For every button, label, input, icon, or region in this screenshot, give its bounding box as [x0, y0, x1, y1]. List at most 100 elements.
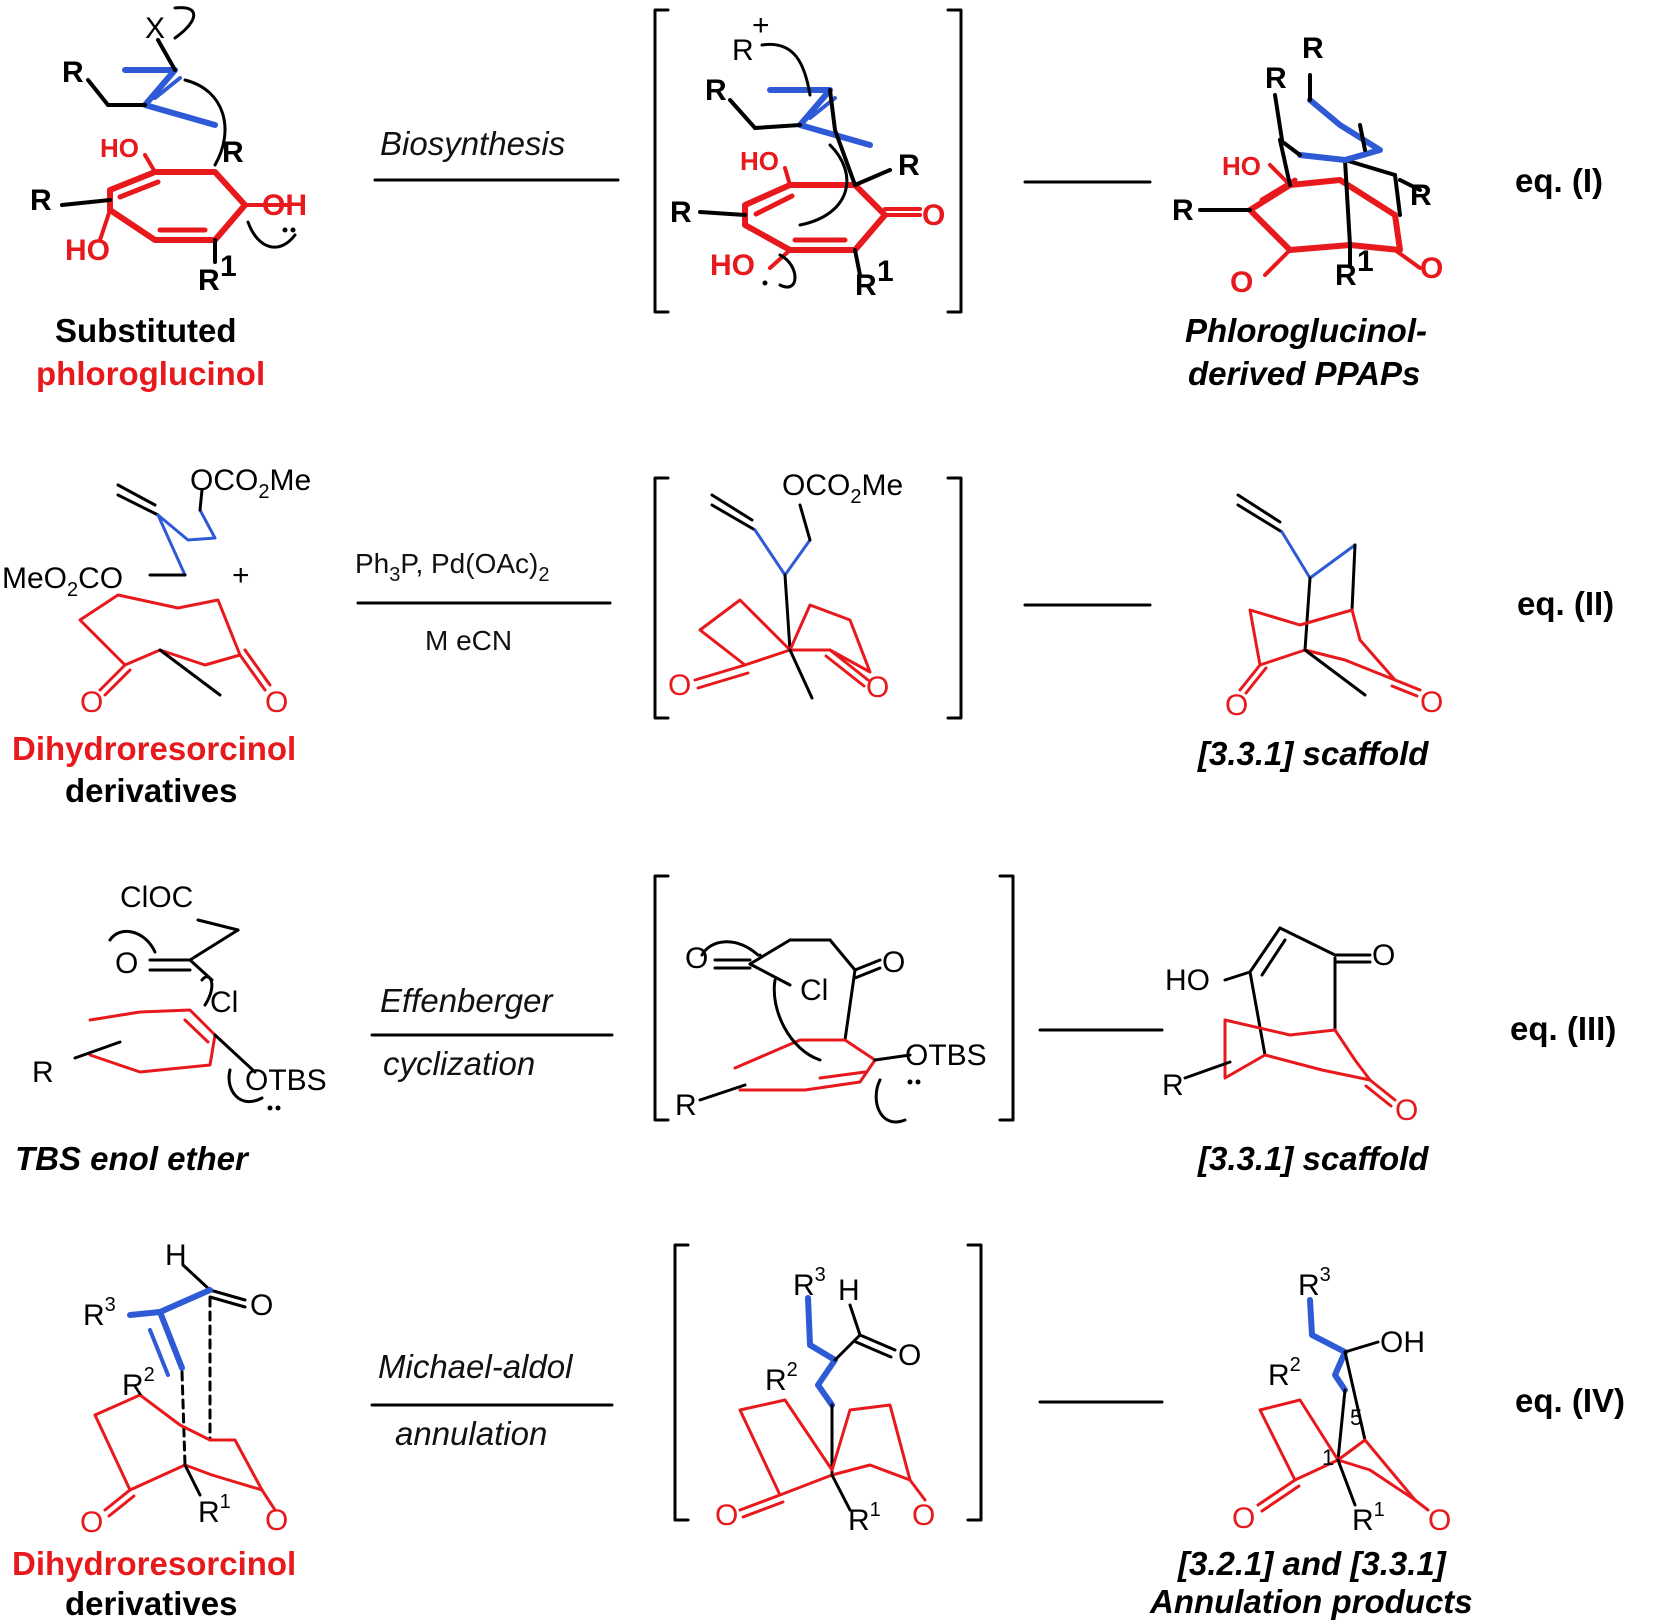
eq3-prod-o-top: O	[1372, 939, 1395, 972]
eq4-row: H O R3 R2 O R1 O Dihydroresorcinol deriv…	[12, 1239, 1625, 1621]
eq1-sm-oh: OH	[262, 189, 307, 222]
eq4-sm-h: H	[165, 1239, 187, 1272]
eq1-int-r1-sup: 1	[877, 255, 894, 288]
eq3-sm-cloc: ClOC	[120, 881, 193, 914]
eq4-condition-line2: annulation	[395, 1415, 547, 1452]
eq4-int-o: O	[898, 1339, 921, 1372]
eq2-sm-o-right: O	[265, 686, 288, 719]
eq1-int-r-plus: R	[732, 34, 754, 67]
eq3-sm-label: TBS enol ether	[15, 1140, 250, 1177]
eq2-int-o-left: O	[668, 669, 691, 702]
eq4-starting-material: H O R3 R2 O R1 O	[80, 1239, 288, 1539]
eq4-prod-r3: R3	[1298, 1264, 1331, 1302]
eq1-starting-material: X R R HO R OH HO R 1	[30, 6, 307, 297]
eq2-starting-materials: OCO2Me MeO2CO + O O	[2, 464, 311, 719]
eq4-product-label-line2: Annulation products	[1149, 1583, 1473, 1620]
eq4-prod-locant-1: 1	[1322, 1445, 1334, 1470]
eq1-prod-o-right: O	[1420, 252, 1443, 285]
eq4-sm-o: O	[250, 1289, 273, 1322]
eq4-sm-label-line2: derivatives	[65, 1585, 237, 1621]
eq1-prod-o-left: O	[1230, 266, 1253, 299]
eq4-tag: eq. (IV)	[1515, 1382, 1625, 1419]
eq4-prod-r1: R1	[1352, 1499, 1385, 1537]
eq1-int-r1: R	[855, 269, 877, 302]
eq1-product-label-line2: derived PPAPs	[1188, 355, 1420, 392]
eq1-product: R R HO R R O R 1 O	[1172, 32, 1443, 299]
eq3-int-otbs: OTBS	[905, 1039, 987, 1072]
eq4-int-o-right: O	[912, 1499, 935, 1532]
eq2-sm-label-line1: Dihydroresorcinol	[12, 730, 296, 767]
eq2-int-ocoome: OCO2Me	[782, 469, 903, 508]
eq1-int-o: O	[922, 199, 945, 232]
eq2-reagent-ocoome: OCO2Me	[190, 464, 311, 503]
eq1-int-plus: +	[752, 9, 770, 42]
eq1-sm-r1-sup: 1	[220, 250, 237, 283]
eq1-sm-r1: R	[198, 264, 220, 297]
eq1-prod-ho: HO	[1222, 151, 1261, 181]
eq3-prod-r: R	[1162, 1069, 1184, 1102]
eq3-condition-line1: Effenberger	[380, 982, 554, 1019]
eq1-product-label-line1: Phloroglucinol-	[1185, 312, 1427, 349]
eq2-intermediate: OCO2Me O O	[653, 469, 963, 720]
eq1-sm-r-top: R	[62, 56, 84, 89]
eq2-plus: +	[232, 559, 250, 592]
eq4-product: R3 OH R2 5 1 O R1 O	[1232, 1264, 1451, 1537]
eq4-sm-r2: R2	[122, 1364, 155, 1402]
eq3-condition-line2: cyclization	[383, 1045, 535, 1082]
eq4-intermediate: R3 H O R2 O R1 O	[673, 1243, 983, 1537]
eq2-sm-o-left: O	[80, 686, 103, 719]
eq3-product-label: [3.3.1] scaffold	[1197, 1140, 1429, 1177]
eq2-row: OCO2Me MeO2CO + O O Dihydroresorcinol de…	[2, 464, 1614, 809]
eq4-prod-oh: OH	[1380, 1326, 1425, 1359]
eq1-intermediate: R + R HO R R O HO R 1	[653, 8, 963, 314]
eq3-starting-material: ClOC O Cl R OTBS	[32, 881, 327, 1111]
eq2-product-label: [3.3.1] scaffold	[1197, 735, 1429, 772]
eq3-int-o-left: O	[685, 942, 708, 975]
eq4-int-o-left: O	[715, 1499, 738, 1532]
eq3-intermediate: O O Cl R OTBS	[653, 874, 1015, 1124]
eq3-sm-otbs: OTBS	[245, 1064, 327, 1097]
eq4-sm-r1: R1	[198, 1491, 231, 1529]
eq3-int-cl: Cl	[800, 974, 828, 1007]
eq4-prod-o-left: O	[1232, 1502, 1255, 1535]
eq2-prod-o-left: O	[1225, 689, 1248, 722]
eq3-tag: eq. (III)	[1510, 1010, 1616, 1047]
eq2-tag: eq. (II)	[1517, 585, 1614, 622]
eq2-condition-line1: Ph3P, Pd(OAc)2	[355, 548, 549, 586]
eq3-sm-cl: Cl	[210, 986, 238, 1019]
eq1-int-r-left: R	[670, 196, 692, 229]
eq4-int-h: H	[838, 1274, 860, 1307]
eq1-int-r-top: R	[705, 74, 727, 107]
eq4-prod-o-right: O	[1428, 1504, 1451, 1537]
eq2-sm-label-line2: derivatives	[65, 772, 237, 809]
eq1-sm-ho-bottom: HO	[65, 234, 110, 267]
eq1-sm-r-left: R	[30, 184, 52, 217]
eq2-reagent-meo2co: MeO2CO	[2, 562, 123, 601]
eq1-prod-r-left: R	[1172, 194, 1194, 227]
eq4-sm-r3: R3	[83, 1294, 116, 1332]
eq3-sm-o: O	[115, 947, 138, 980]
eq3-row: ClOC O Cl R OTBS TBS enol ether Effenber…	[15, 874, 1616, 1177]
eq1-prod-r-top2: R	[1265, 62, 1287, 95]
eq4-int-r2: R2	[765, 1359, 798, 1397]
eq3-prod-ho: HO	[1165, 964, 1210, 997]
eq1-prod-r1-sup: 1	[1357, 245, 1374, 278]
eq3-int-r: R	[675, 1089, 697, 1122]
eq1-condition: Biosynthesis	[380, 125, 565, 162]
eq1-int-r-right: R	[898, 149, 920, 182]
eq4-prod-locant-5: 5	[1350, 1405, 1362, 1430]
eq3-int-o-right: O	[882, 946, 905, 979]
eq2-product: O O	[1225, 493, 1443, 722]
eq1-sm-ho-top: HO	[100, 133, 139, 163]
eq4-sm-label-line1: Dihydroresorcinol	[12, 1545, 296, 1582]
eq4-prod-r2: R2	[1268, 1354, 1301, 1392]
eq1-sm-r-right: R	[222, 136, 244, 169]
eq1-prod-r-right: R	[1410, 179, 1432, 212]
eq4-product-label-line1: [3.2.1] and [3.3.1]	[1177, 1545, 1447, 1582]
eq4-int-r3: R3	[793, 1264, 826, 1302]
eq1-int-ho-bottom: HO	[710, 249, 755, 282]
eq1-row: X R R HO R OH HO R 1 Substituted phlorog…	[30, 6, 1603, 392]
eq2-condition-line2: M eCN	[425, 625, 512, 656]
eq1-prod-r-top: R	[1302, 32, 1324, 65]
